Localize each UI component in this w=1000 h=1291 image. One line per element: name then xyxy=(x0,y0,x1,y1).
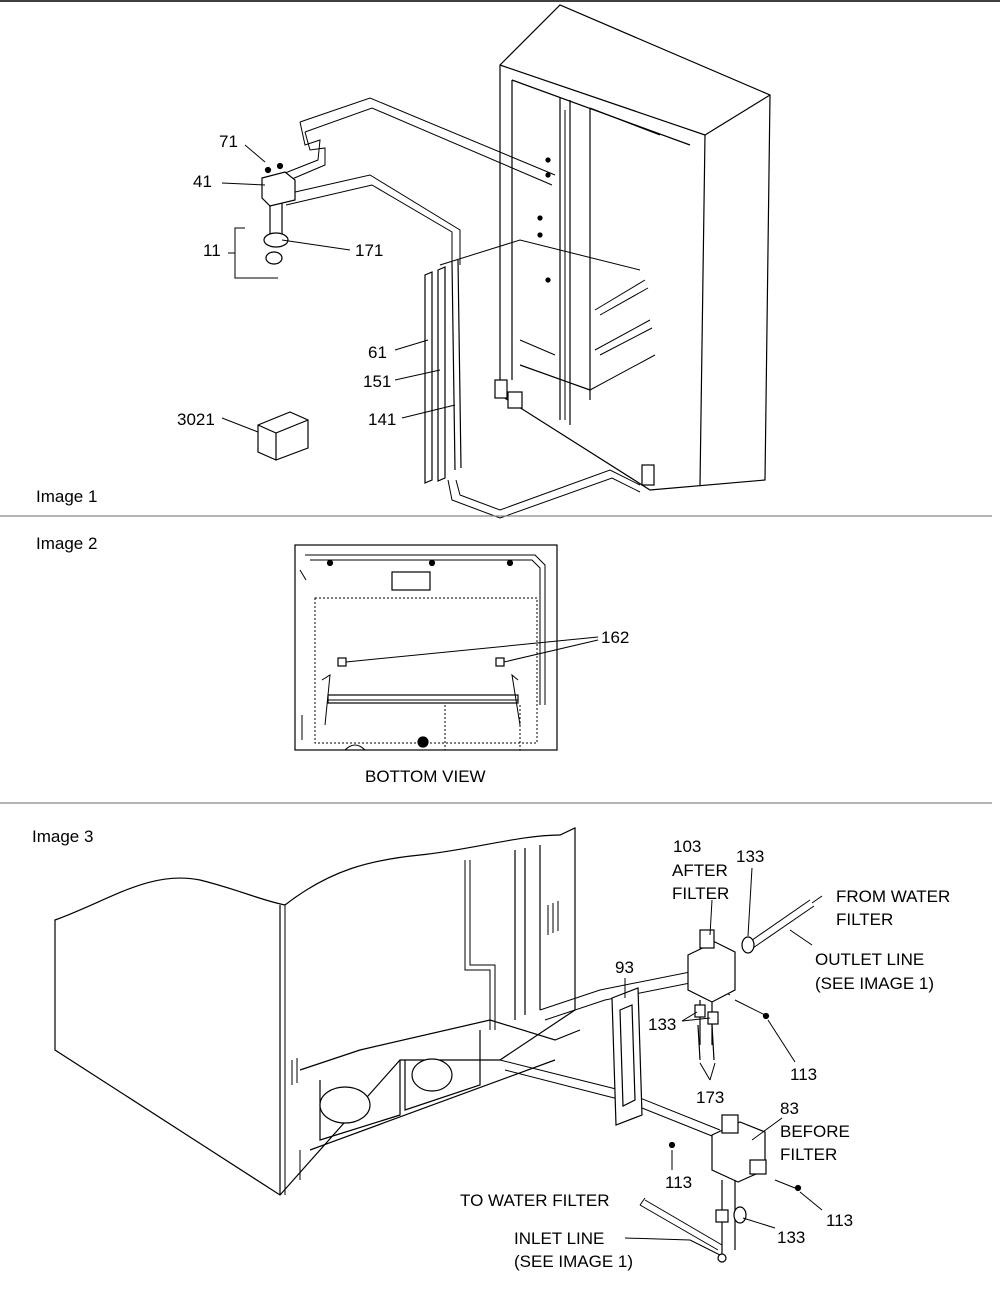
label-133-mid: 133 xyxy=(648,1015,676,1034)
image1-panel: 71 41 11 171 61 151 141 3021 Image 1 xyxy=(36,4,771,519)
section-title-image3: Image 3 xyxy=(32,827,93,846)
label-113-b: 113 xyxy=(665,1173,692,1192)
tube-parts xyxy=(424,259,462,484)
section-title-image1: Image 1 xyxy=(36,487,97,506)
label-133-top: 133 xyxy=(736,847,764,866)
label-before: BEFORE xyxy=(780,1122,850,1141)
label-from-filter: FILTER xyxy=(836,910,893,929)
label-41: 41 xyxy=(193,172,212,191)
valve-assembly xyxy=(261,162,296,265)
label-from-water: FROM WATER xyxy=(836,887,950,906)
label-before-filter: FILTER xyxy=(780,1145,837,1164)
label-71: 71 xyxy=(219,132,238,151)
label-171: 171 xyxy=(355,241,383,260)
section-title-image2: Image 2 xyxy=(36,534,97,553)
label-133-bot: 133 xyxy=(777,1228,805,1247)
label-173: 173 xyxy=(696,1088,724,1107)
image2-panel: Image 2 xyxy=(36,534,629,786)
image3-panel: Image 3 xyxy=(32,827,950,1271)
image2-leaders xyxy=(345,636,599,663)
valve-before-filter xyxy=(711,1114,802,1263)
label-bottom-view: BOTTOM VIEW xyxy=(365,767,486,786)
image3-leaders xyxy=(624,867,823,1256)
label-162: 162 xyxy=(601,628,629,647)
label-103: 103 xyxy=(673,837,701,856)
valve-after-filter xyxy=(687,929,770,1061)
water-tubing xyxy=(279,97,641,519)
label-113-c: 113 xyxy=(826,1211,853,1230)
image1-leaders xyxy=(221,144,456,433)
label-to-water-filter: TO WATER FILTER xyxy=(460,1191,610,1210)
label-inlet-line: INLET LINE xyxy=(514,1229,604,1248)
label-141: 141 xyxy=(368,410,396,429)
label-outlet-line: OUTLET LINE xyxy=(815,950,924,969)
bracket-93 xyxy=(611,987,676,1149)
label-151: 151 xyxy=(363,372,391,391)
label-83: 83 xyxy=(780,1099,799,1118)
label-see-image1-inlet: (SEE IMAGE 1) xyxy=(514,1252,633,1271)
label-after: AFTER xyxy=(672,861,728,880)
part-3021-box xyxy=(257,411,309,461)
label-113-a: 113 xyxy=(790,1065,817,1084)
bottom-view-drawing xyxy=(294,544,558,751)
label-see-image1-outlet: (SEE IMAGE 1) xyxy=(815,974,934,993)
cabinet-back xyxy=(54,827,581,1196)
refrigerator-cabinet xyxy=(494,4,771,491)
label-after-filter: FILTER xyxy=(672,884,729,903)
label-3021: 3021 xyxy=(177,410,215,429)
label-61: 61 xyxy=(368,343,387,362)
label-93: 93 xyxy=(615,958,634,977)
label-11: 11 xyxy=(203,241,221,260)
